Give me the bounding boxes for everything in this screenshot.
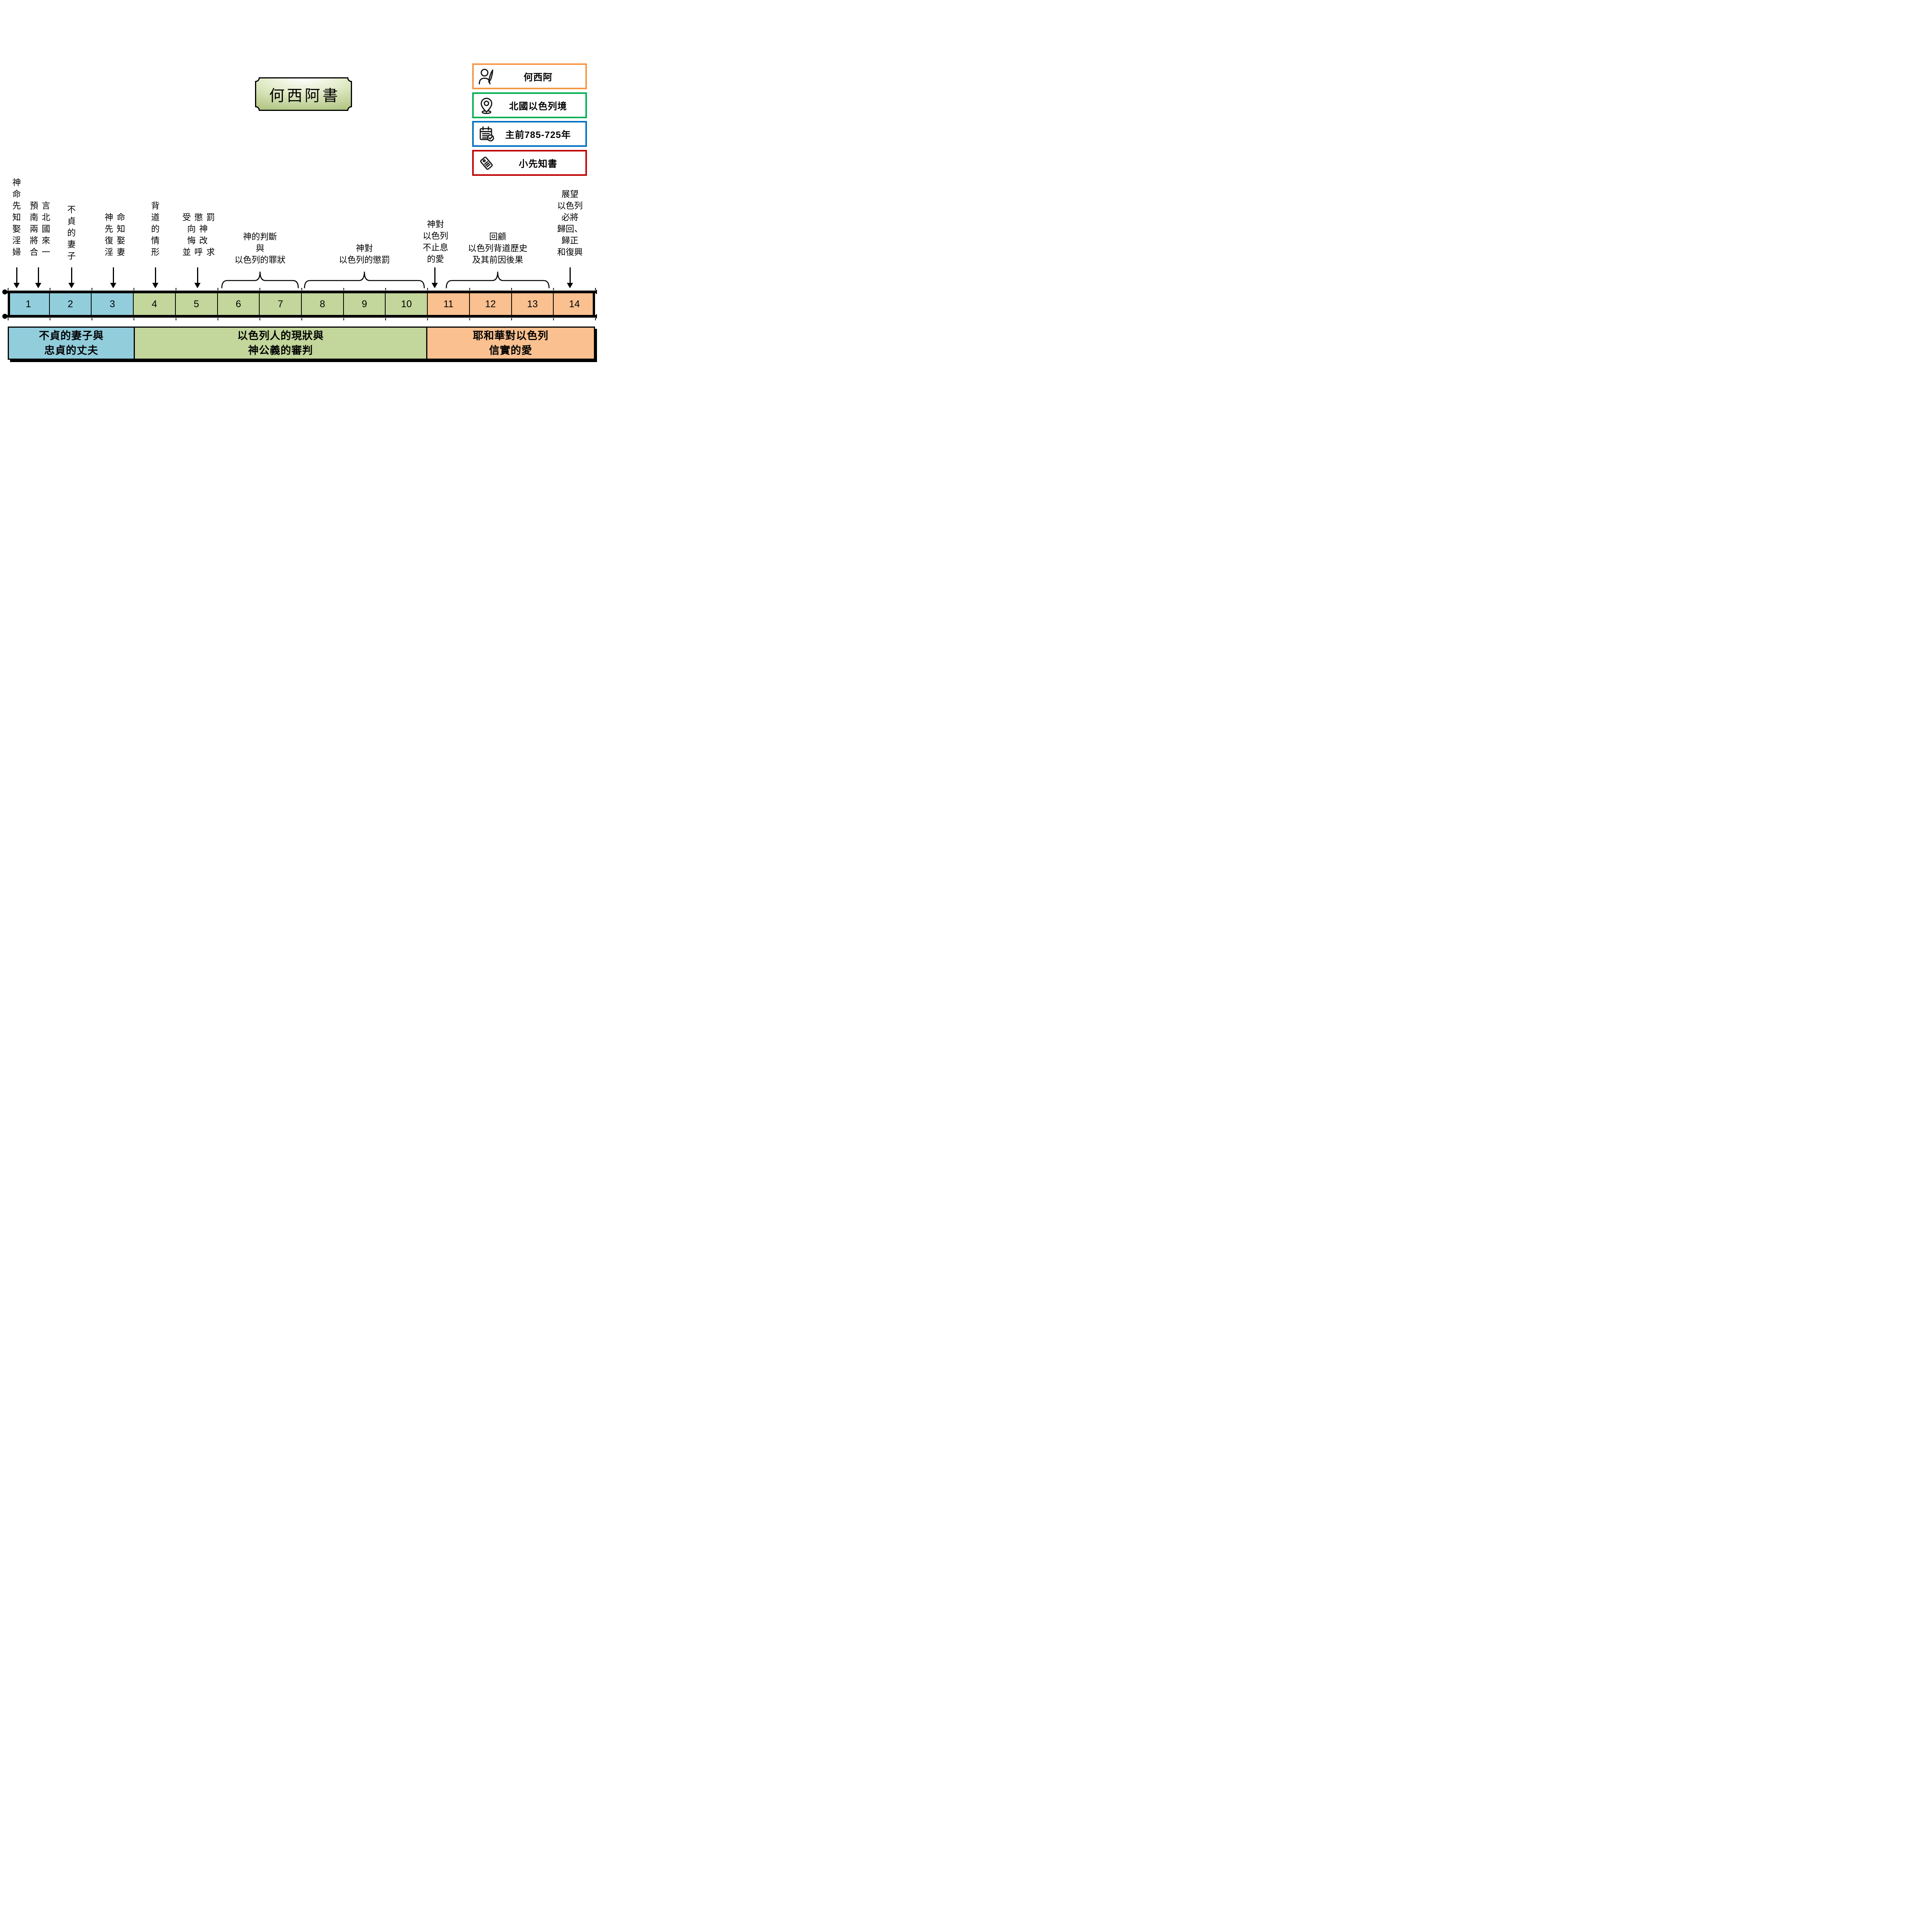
timeline-end-dot — [2, 314, 7, 319]
section-title-line: 耶和華對以色列 — [473, 330, 549, 342]
section-title-line: 忠貞的丈夫 — [44, 345, 99, 356]
tick-marks-top — [8, 288, 596, 290]
timeline-bottom-line — [4, 315, 597, 318]
chapter-cell-13: 13 — [511, 293, 553, 315]
legend-item-author: 何西阿 — [472, 63, 587, 89]
chapter-cell-1: 1 — [8, 293, 49, 315]
brace-ch8-10 — [304, 271, 425, 289]
annotation-ch6-7: 神的判斷 與 以色列的罪狀 — [234, 232, 286, 265]
brace-ch6-7 — [221, 271, 299, 289]
location-pin-icon — [478, 96, 496, 115]
chapter-cell-4: 4 — [133, 293, 175, 315]
arrow-ch2 — [68, 267, 75, 288]
chapter-cell-9: 9 — [343, 293, 385, 315]
section-ch11-14: 耶和華對以色列 信實的愛 — [426, 328, 594, 359]
arrow-ch3 — [110, 267, 116, 288]
annotation-ch12-13: 回顧 以色列背道歷史 及其前因後果 — [468, 232, 527, 265]
title-plaque: 何西阿書 — [255, 77, 352, 111]
section-ch1-3: 不貞的妻子與 忠貞的丈夫 — [9, 328, 134, 359]
chapter-cell-14: 14 — [553, 293, 595, 315]
legend-item-date: 主前785-725年 — [472, 121, 587, 147]
tick-marks-bottom — [8, 318, 596, 320]
arrow-ch14 — [567, 267, 573, 288]
timeline-end-dot — [595, 314, 597, 319]
calendar-icon — [478, 125, 496, 143]
timeline-end-dot — [2, 289, 7, 294]
arrow-ch4 — [152, 267, 158, 288]
hosea-overview-diagram: 何西阿書 何西阿 北國以色列境 — [0, 0, 597, 422]
page-title: 何西阿書 — [269, 87, 340, 104]
annotation-ch1: 神命先知娶淫婦 — [12, 178, 21, 257]
legend-label: 主前785-725年 — [505, 130, 571, 140]
annotation-ch4: 背道的情形 — [151, 201, 160, 257]
plaque-shape — [255, 77, 352, 111]
section-ch4-10: 以色列人的現狀與 神公義的審判 — [134, 328, 427, 359]
chapter-cell-8: 8 — [301, 293, 343, 315]
timeline-top-line — [4, 291, 597, 293]
legend-item-category: 小先知書 — [472, 150, 587, 176]
annotation-ch14: 展望 以色列 必將 歸回、 歸正 和復興 — [557, 189, 583, 257]
annotation-ch8-10: 神對 以色列的懲罰 — [338, 243, 390, 265]
timeline-end-dot — [595, 289, 597, 294]
section-title-line: 不貞的妻子與 — [39, 330, 104, 342]
annotation-ch5: 受懲罰 向神 悔改 並呼求 — [182, 213, 219, 257]
section-title-line: 神公義的審判 — [248, 345, 313, 356]
chapter-cell-10: 10 — [385, 293, 427, 315]
annotation-ch3: 神命 先知 復娶 淫妻 — [105, 213, 129, 257]
annotation-ch1b: 預言 南北 兩國 將來 合一 — [30, 201, 54, 257]
prophet-icon — [478, 67, 496, 86]
timeline-left-edge — [8, 293, 10, 315]
arrow-ch1b — [35, 267, 41, 288]
chapter-cell-3: 3 — [91, 293, 133, 315]
timeline-right-edge — [593, 293, 595, 315]
legend-label: 小先知書 — [519, 159, 558, 169]
annotation-ch11: 神對 以色列 不止息 的愛 — [422, 219, 448, 264]
chapter-cell-5: 5 — [175, 293, 217, 315]
arrow-ch1 — [14, 267, 20, 288]
chapter-timeline: 1 2 3 4 5 6 7 8 9 10 11 12 13 14 — [2, 288, 597, 320]
chapter-cell-2: 2 — [49, 293, 91, 315]
tag-icon — [478, 154, 496, 172]
legend-item-location: 北國以色列境 — [472, 92, 587, 118]
chapter-cell-7: 7 — [259, 293, 301, 315]
arrow-ch5 — [194, 267, 201, 288]
legend-label: 北國以色列境 — [509, 101, 567, 112]
legend-label: 何西阿 — [524, 72, 553, 83]
section-title-line: 信實的愛 — [489, 345, 532, 356]
section-summary-bar: 不貞的妻子與 忠貞的丈夫 以色列人的現狀與 神公義的審判 耶和華對以色列 信實的… — [8, 327, 595, 360]
chapter-cell-11: 11 — [427, 293, 469, 315]
annotation-ch2: 不貞的妻子 — [67, 205, 76, 261]
section-title-line: 以色列人的現狀與 — [237, 330, 324, 342]
chapter-cell-12: 12 — [469, 293, 511, 315]
arrow-ch11 — [432, 267, 438, 288]
chapter-cells: 1 2 3 4 5 6 7 8 9 10 11 12 13 14 — [8, 293, 595, 315]
brace-ch12-13 — [446, 271, 550, 289]
chapter-cell-6: 6 — [217, 293, 259, 315]
